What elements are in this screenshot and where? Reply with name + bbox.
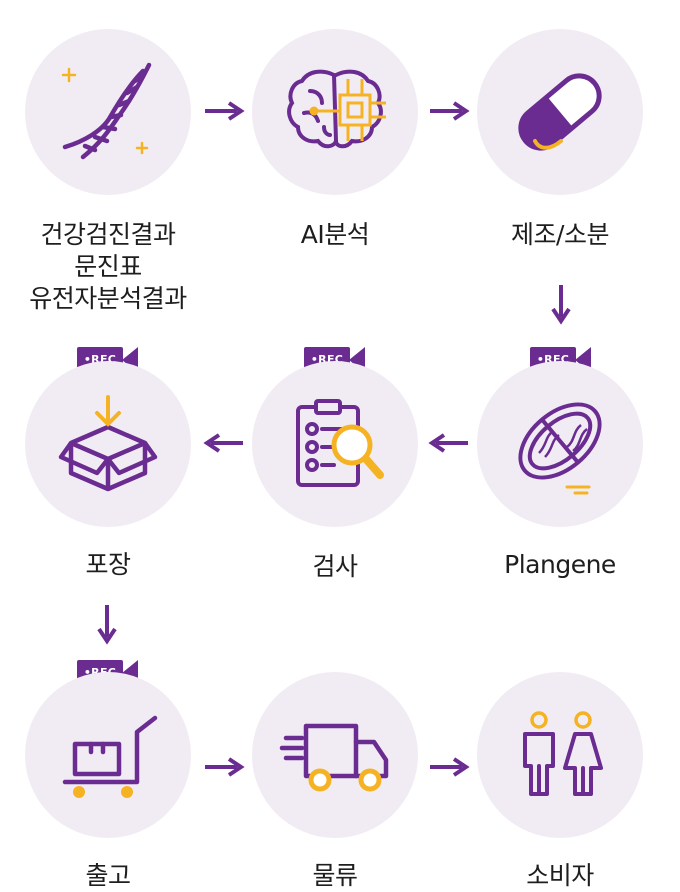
step-9-circle	[477, 672, 643, 838]
dna-icon	[61, 62, 152, 160]
delivery-truck-icon	[279, 723, 389, 792]
step-4-label: Plangene	[504, 550, 616, 579]
step-3-label: 제조/소분	[511, 220, 609, 249]
consumers-icon	[523, 711, 603, 796]
step-5-circle	[252, 361, 418, 527]
step-8-circle	[252, 672, 418, 838]
arrow-down-2	[97, 605, 117, 645]
capsule-icon	[518, 73, 602, 151]
ai-brain-icon	[287, 69, 386, 149]
step-4-circle	[477, 361, 643, 527]
box-icon	[58, 395, 158, 492]
step-6-circle	[25, 361, 191, 527]
arrow-left-2	[428, 433, 468, 453]
step-6-label: 포장	[85, 550, 131, 579]
step-7-label: 출고	[85, 861, 131, 890]
arrow-right-3	[205, 757, 245, 777]
plangene-capsule-icon	[518, 402, 602, 495]
step-5-label: 검사	[312, 552, 358, 581]
arrow-down-1	[551, 285, 571, 325]
step-7-circle	[25, 672, 191, 838]
step-1-circle	[25, 29, 191, 195]
step-8-label: 물류	[312, 861, 358, 890]
arrow-right-2	[430, 101, 470, 121]
step-2-circle	[252, 29, 418, 195]
step-2-label: AI분석	[300, 220, 370, 249]
arrow-left-1	[203, 433, 243, 453]
step-3-circle	[477, 29, 643, 195]
hand-truck-icon	[62, 715, 158, 798]
step-9-label: 소비자	[526, 861, 594, 890]
step-1-label: 건강검진결과 문진표 유전자분석결과	[29, 220, 187, 313]
arrow-right-4	[430, 757, 470, 777]
arrow-right-1	[205, 101, 245, 121]
inspection-clipboard-icon	[296, 399, 384, 487]
